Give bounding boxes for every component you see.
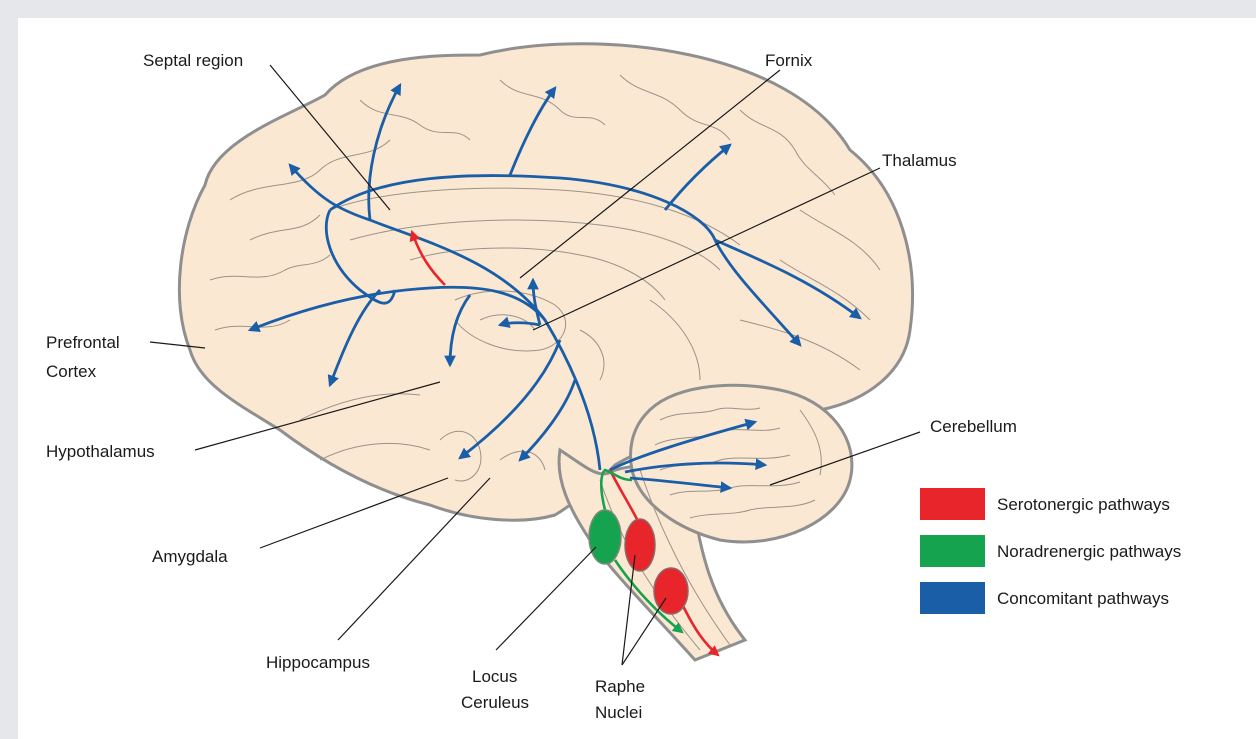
legend-label-concomitant: Concomitant pathways [997,589,1169,608]
legend-swatch-concomitant [920,582,985,614]
legend-swatch-serotonergic [920,488,985,520]
locus-ceruleus-nucleus [589,510,621,564]
label-hypothalamus: Hypothalamus [46,442,155,461]
label-prefrontal-line2: Cortex [46,362,97,381]
label-amygdala: Amygdala [152,547,228,566]
label-raphe-line1: Raphe [595,677,645,696]
legend-label-serotonergic: Serotonergic pathways [997,495,1170,514]
label-thalamus: Thalamus [882,151,957,170]
raphe-nucleus-lower [654,568,688,614]
label-raphe-line2: Nuclei [595,703,642,722]
label-cerebellum: Cerebellum [930,417,1017,436]
label-hippocampus: Hippocampus [266,653,370,672]
legend-swatch-noradrenergic [920,535,985,567]
legend: Serotonergic pathways Noradrenergic path… [920,488,1181,614]
label-locus-line1: Locus [472,667,517,686]
label-prefrontal-line1: Prefrontal [46,333,120,352]
legend-label-noradrenergic: Noradrenergic pathways [997,542,1181,561]
raphe-nucleus-upper [625,519,655,571]
label-septal-region: Septal region [143,51,243,70]
label-locus-line2: Ceruleus [461,693,529,712]
label-fornix: Fornix [765,51,813,70]
